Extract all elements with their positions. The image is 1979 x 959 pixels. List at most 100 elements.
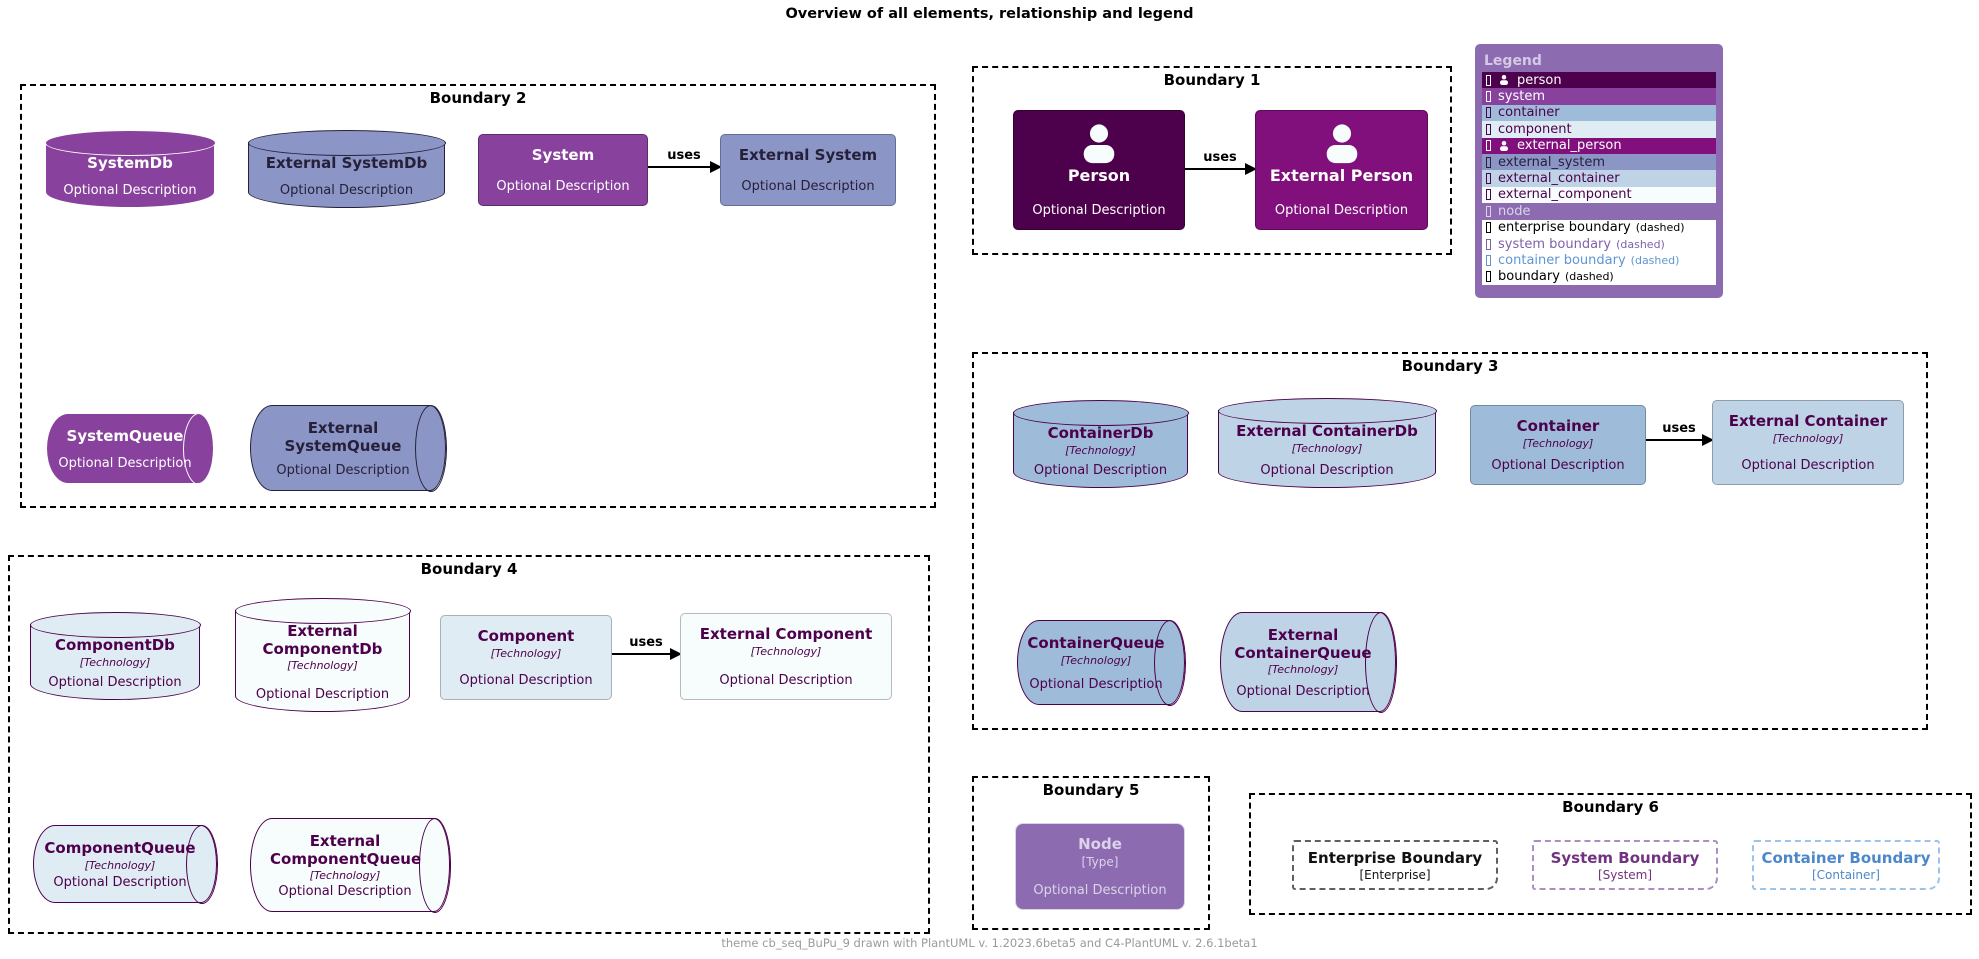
element-technology: [Technology] <box>490 646 562 660</box>
element-componentqueue: ComponentQueue [Technology] Optional Des… <box>33 824 218 904</box>
element-person: Person Optional Description <box>1013 110 1185 230</box>
element-component: Component [Technology] Optional Descript… <box>440 615 612 700</box>
glyph-box-icon <box>1486 222 1491 234</box>
element-description: Optional Description <box>1033 883 1167 898</box>
glyph-box-icon <box>1486 74 1491 86</box>
glyph-box-icon <box>1486 271 1491 283</box>
element-name: Container <box>1516 417 1600 435</box>
element-name: External ContainerDb <box>1236 422 1418 440</box>
element-componentdb: ComponentDb [Technology] Optional Descri… <box>29 612 201 700</box>
glyph-box-icon <box>1486 173 1491 185</box>
glyph-box-icon <box>1486 123 1491 135</box>
element-description: Optional Description <box>1491 458 1625 473</box>
legend-item-component: component <box>1482 121 1716 138</box>
element-technology: [Technology] <box>1772 431 1844 445</box>
legend-item-boundary: boundary(dashed) <box>1482 268 1716 286</box>
element-technology: [Technology] <box>79 655 151 669</box>
boundary-4: Boundary 4 <box>8 555 930 934</box>
relationship-label: uses <box>667 148 701 163</box>
element-name: External System <box>738 146 878 164</box>
element-technology: [Technology] <box>1522 436 1594 450</box>
element-container: Container [Technology] Optional Descript… <box>1470 405 1646 485</box>
relationship-label: uses <box>1662 421 1696 436</box>
glyph-box-icon <box>1486 140 1491 152</box>
legend-item-enterprise-boundary: enterprise boundary(dashed) <box>1482 219 1716 236</box>
element-description: Optional Description <box>255 687 390 702</box>
element-description: Optional Description <box>1741 458 1875 473</box>
element-name: External Container <box>1728 412 1888 430</box>
legend-item-label: component <box>1498 121 1572 137</box>
element-system: System Optional Description <box>478 134 648 206</box>
element-description: Optional Description <box>459 673 593 688</box>
element-technology: [Technology] <box>1291 441 1363 455</box>
element-external-systemdb: External SystemDb Optional Description <box>247 130 446 208</box>
boundary-6-label: Boundary 6 <box>1562 798 1659 816</box>
element-type: [System] <box>1597 867 1653 882</box>
element-technology: [Technology] <box>1267 663 1339 677</box>
element-description: Optional Description <box>1236 684 1370 699</box>
boundary-5-label: Boundary 5 <box>1042 781 1140 799</box>
boundary-1: Boundary 1 <box>972 66 1452 255</box>
boundary-3-label: Boundary 3 <box>1401 357 1499 375</box>
element-type: [Type] <box>1081 854 1119 869</box>
element-technology: [Technology] <box>750 644 822 658</box>
glyph-box-icon <box>1486 156 1491 168</box>
element-description: Optional Description <box>63 183 197 198</box>
element-description: Optional Description <box>48 675 182 690</box>
legend-item-label: external_system <box>1498 154 1605 170</box>
legend-item-label: external_component <box>1498 187 1632 203</box>
element-type: [Container] <box>1811 867 1880 882</box>
element-description: Optional Description <box>741 179 875 194</box>
element-containerdb: ContainerDb [Technology] Optional Descri… <box>1012 400 1189 488</box>
element-name: System Boundary <box>1550 848 1700 867</box>
arrow-line-icon <box>612 648 682 660</box>
element-name: SystemQueue <box>66 427 184 445</box>
element-description: Optional Description <box>1274 203 1409 218</box>
element-systemqueue: SystemQueue Optional Description <box>46 412 215 485</box>
boundary-5: Boundary 5 <box>972 776 1210 930</box>
glyph-box-icon <box>1486 91 1491 103</box>
element-external-system: External System Optional Description <box>720 134 896 206</box>
element-external-systemqueue: External SystemQueue Optional Descriptio… <box>250 404 447 492</box>
person-icon <box>1319 123 1365 165</box>
legend-item-external-container: external_container <box>1482 170 1716 187</box>
element-name: External SystemDb <box>265 154 428 172</box>
legend-item-suffix: (dashed) <box>1616 237 1665 251</box>
element-name: External Component <box>699 625 873 643</box>
element-name: External SystemQueue <box>284 419 402 455</box>
legend-item-external-system: external_system <box>1482 153 1716 171</box>
person-icon <box>1498 74 1510 86</box>
element-name: Component <box>477 627 575 645</box>
element-name: External ComponentQueue <box>270 832 422 868</box>
element-name: ComponentQueue <box>44 839 196 857</box>
glyph-box-icon <box>1486 107 1491 119</box>
element-description: Optional Description <box>279 183 414 198</box>
diagram-title: Overview of all elements, relationship a… <box>785 6 1194 22</box>
element-containerqueue: ContainerQueue [Technology] Optional Des… <box>1017 619 1186 706</box>
arrow-line-icon <box>648 161 722 173</box>
legend-item-label: node <box>1498 203 1531 219</box>
relationship-label: uses <box>629 635 663 650</box>
element-enterprise-boundary: Enterprise Boundary [Enterprise] <box>1292 840 1498 890</box>
element-system-boundary: System Boundary [System] <box>1532 840 1718 890</box>
element-type: [Enterprise] <box>1359 867 1431 882</box>
legend-item-system: system <box>1482 88 1716 105</box>
element-description: Optional Description <box>1033 463 1168 478</box>
glyph-box-icon <box>1486 238 1491 250</box>
element-name: System <box>531 146 595 164</box>
glyph-box-icon <box>1486 254 1491 266</box>
relationship-component-uses: uses <box>612 635 682 660</box>
relationship-person-uses: uses <box>1185 150 1257 175</box>
person-icon <box>1076 123 1122 165</box>
boundary-2-label: Boundary 2 <box>429 89 527 107</box>
relationship-label: uses <box>1203 150 1237 165</box>
glyph-box-icon <box>1486 205 1491 217</box>
element-name: Node <box>1078 835 1122 853</box>
element-technology: [Technology] <box>287 659 358 673</box>
element-description: Optional Description <box>496 179 630 194</box>
element-description: Optional Description <box>278 884 412 899</box>
element-name: External ComponentDb <box>262 622 383 658</box>
element-external-person: External Person Optional Description <box>1255 110 1428 230</box>
